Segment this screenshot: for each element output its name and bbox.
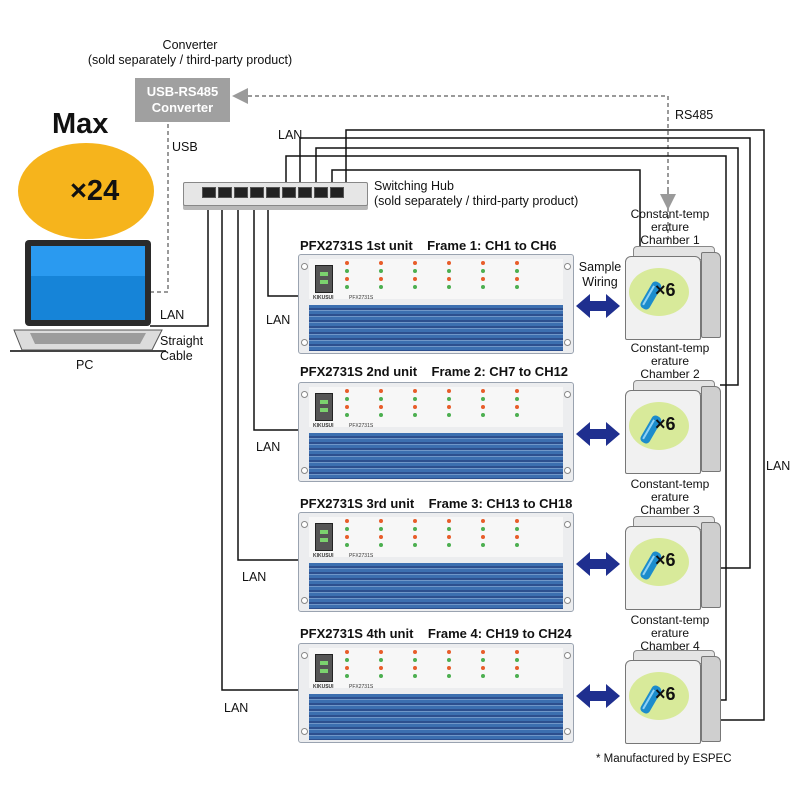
converter-box-line2: Converter: [151, 100, 214, 115]
lan-unit2: [253, 196, 298, 431]
sample-wiring-line2: Wiring: [582, 275, 618, 289]
straight-cable-line2: Cable: [160, 349, 193, 363]
unit1-name: PFX2731S 1st unit: [300, 238, 413, 253]
unit3-frame: Frame 3: CH13 to CH18: [428, 496, 573, 511]
hub-caption-line2: (sold separately / third-party product): [374, 194, 579, 208]
chamber-icon: ×6: [625, 650, 721, 744]
battery-icon: [640, 685, 662, 714]
chamber1-caption-line1: Constant-temp: [630, 207, 710, 221]
sample-wiring-line1: Sample: [578, 260, 622, 274]
chamber3-caption-line2: erature: [650, 490, 690, 504]
chamber4-caption-line2: erature: [650, 626, 690, 640]
switching-hub-icon: [183, 182, 368, 206]
max-badge: [18, 143, 154, 239]
lan-chamber2: [315, 147, 739, 386]
unit2-brand: KIKUSUI: [313, 423, 334, 429]
battery-icon: [640, 415, 662, 444]
unit2-name: PFX2731S 2nd unit: [300, 364, 418, 379]
chamber4-count: ×6: [655, 684, 676, 704]
lan-unit1-label: LAN: [266, 313, 291, 327]
converter-caption: Converter (sold separately / third-party…: [40, 38, 340, 68]
unit2-title: PFX2731S 2nd unit Frame 2: CH7 to CH12: [300, 364, 568, 379]
chamber2-caption-line1: Constant-temp: [630, 341, 710, 355]
unit1-brand: KIKUSUI: [313, 295, 334, 301]
laptop-icon: [10, 240, 166, 352]
pfx2731s-unit-4: KIKUSUI PFX2731S: [298, 643, 574, 743]
lan-unit3-label: LAN: [242, 570, 267, 584]
lan-unit1: [267, 196, 298, 297]
lan-unit2-label: LAN: [256, 440, 281, 454]
unit3-name: PFX2731S 3rd unit: [300, 496, 415, 511]
rs485-cable: [232, 88, 669, 240]
chamber1-caption-line2: erature: [650, 220, 690, 234]
battery-icon: [640, 551, 662, 580]
unit4-brand: KIKUSUI: [313, 684, 334, 690]
lan-chamber1: [331, 169, 641, 246]
straight-cable-line1: Straight: [160, 334, 204, 348]
footnote: * Manufactured by ESPEC: [596, 753, 732, 765]
sample-wiring-label: Sample Wiring: [572, 260, 628, 290]
battery-icon: [640, 281, 662, 310]
chamber4-caption-line1: Constant-temp: [630, 613, 710, 627]
chamber3-caption-line1: Constant-temp: [630, 477, 710, 491]
usb-label: USB: [172, 140, 198, 154]
max-count: ×24: [70, 175, 120, 207]
lan-unit4-label: LAN: [224, 701, 249, 715]
chamber1-count: ×6: [655, 280, 676, 300]
usb-rs485-converter: USB-RS485 Converter: [135, 78, 230, 122]
lan-right-label: LAN: [766, 459, 791, 473]
chamber4-caption: Constant-temp erature Chamber 4: [618, 614, 722, 653]
unit1-frame: Frame 1: CH1 to CH6: [427, 238, 557, 253]
chamber2-count: ×6: [655, 414, 676, 434]
unit2-frame: Frame 2: CH7 to CH12: [431, 364, 569, 379]
straight-cable-label: Straight Cable: [160, 334, 203, 364]
chamber-icon: ×6: [625, 246, 721, 340]
unit4-frame: Frame 4: CH19 to CH24: [427, 626, 572, 641]
unit3-model: PFX2731S: [349, 553, 374, 559]
pc-label: PC: [76, 358, 94, 372]
unit2-model: PFX2731S: [349, 423, 374, 429]
chamber1-caption-line3: Chamber 1: [640, 233, 700, 247]
chamber3-caption: Constant-temp erature Chamber 3: [618, 478, 722, 517]
lan-top-label: LAN: [278, 128, 303, 142]
unit1-model: PFX2731S: [349, 295, 374, 301]
rs485-label: RS485: [675, 108, 714, 122]
usb-cable: [150, 122, 169, 293]
unit4-model: PFX2731S: [349, 684, 374, 690]
converter-caption-line1: Converter: [162, 38, 218, 52]
pfx2731s-unit-3: KIKUSUI PFX2731S: [298, 512, 574, 612]
chamber2-caption-line3: Chamber 2: [640, 367, 700, 381]
unit3-brand: KIKUSUI: [313, 553, 334, 559]
unit3-title: PFX2731S 3rd unit Frame 3: CH13 to CH18: [300, 496, 572, 511]
hub-caption: Switching Hub (sold separately / third-p…: [374, 179, 578, 209]
pc-lan-cable: [150, 195, 209, 327]
chamber1-caption: Constant-temp erature Chamber 1: [618, 208, 722, 247]
converter-box-line1: USB-RS485: [146, 84, 219, 99]
chamber3-caption-line3: Chamber 3: [640, 503, 700, 517]
pfx2731s-unit-2: KIKUSUI PFX2731S: [298, 382, 574, 482]
converter-caption-line2: (sold separately / third-party product): [87, 53, 293, 67]
lan-chamber4: [285, 155, 727, 701]
hub-caption-line1: Switching Hub: [374, 179, 454, 193]
chamber-icon: ×6: [625, 516, 721, 610]
lan-unit4: [221, 196, 298, 691]
chamber-icon: ×6: [625, 380, 721, 474]
max-label: Max: [52, 108, 109, 140]
lan-pc-label: LAN: [160, 308, 185, 322]
unit4-title: PFX2731S 4th unit Frame 4: CH19 to CH24: [300, 626, 572, 641]
chamber3-count: ×6: [655, 550, 676, 570]
pfx2731s-unit-1: KIKUSUI PFX2731S: [298, 254, 574, 354]
lan-right-outer: [345, 129, 765, 721]
lan-unit3: [237, 196, 298, 561]
chamber4-caption-line3: Chamber 4: [640, 639, 700, 653]
chamber2-caption: Constant-temp erature Chamber 2: [618, 342, 722, 381]
chamber2-caption-line2: erature: [650, 354, 690, 368]
double-arrow-icon: [576, 294, 620, 708]
unit4-name: PFX2731S 4th unit: [300, 626, 414, 641]
unit1-title: PFX2731S 1st unit Frame 1: CH1 to CH6: [300, 238, 556, 253]
